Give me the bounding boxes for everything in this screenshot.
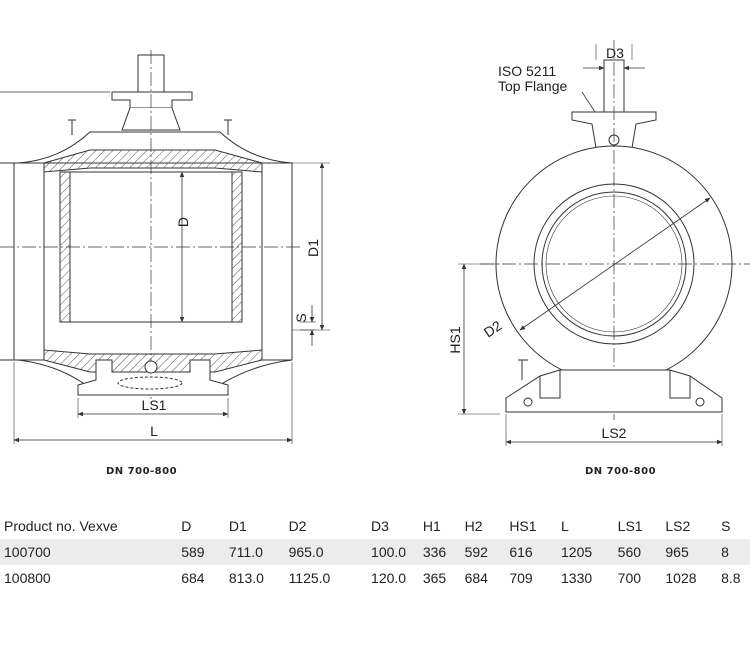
table-cell: 589 bbox=[181, 539, 229, 565]
left-caption: DN 700-800 bbox=[106, 466, 178, 477]
header-cell: Product no. Vexve bbox=[4, 518, 118, 534]
dim-label-d2: D2 bbox=[481, 317, 505, 340]
side-section-view bbox=[0, 50, 330, 444]
dim-label-d3: D3 bbox=[606, 45, 624, 61]
header-cell: HS1 bbox=[509, 518, 537, 534]
table-cell: 1125.0 bbox=[288, 570, 331, 586]
technical-drawing: D D1 S LS1 L bbox=[0, 40, 750, 446]
table-cell: 100.0 bbox=[371, 539, 423, 565]
table-cell: 592 bbox=[464, 539, 510, 565]
dimension-table: Product no. Vexve D D1 D2 D3 H1 H2 HS1 L… bbox=[0, 513, 750, 591]
table-cell: 711.0 bbox=[228, 539, 289, 565]
header-cell: LS2 bbox=[665, 518, 691, 534]
table-cell: 100800 bbox=[4, 570, 51, 586]
table-row: 100800 684 813.0 1125.0 120.0 365 684 70… bbox=[0, 565, 750, 591]
header-cell: L bbox=[561, 518, 569, 534]
table-cell: 1330 bbox=[561, 570, 593, 586]
table-cell: 100700 bbox=[0, 539, 182, 565]
table-cell: 813.0 bbox=[228, 570, 264, 586]
table-cell: 1028 bbox=[665, 570, 697, 586]
dim-label-ls1: LS1 bbox=[142, 397, 167, 413]
dim-label-d: D bbox=[175, 217, 191, 227]
table-cell: 965.0 bbox=[288, 539, 372, 565]
table-cell: 684 bbox=[464, 570, 488, 586]
top-flange bbox=[111, 91, 193, 109]
dim-label-hs1: HS1 bbox=[447, 326, 463, 353]
header-cell: D1 bbox=[228, 518, 247, 534]
table-cell: 8 bbox=[721, 539, 750, 565]
table-cell: 709 bbox=[509, 570, 533, 586]
side-view-labels: D D1 S LS1 L bbox=[142, 217, 321, 439]
dim-label-s: S bbox=[293, 313, 309, 322]
header-cell: H1 bbox=[422, 518, 441, 534]
header-cell: D2 bbox=[288, 518, 307, 534]
dim-label-ls2: LS2 bbox=[602, 425, 627, 441]
right-caption: DN 700-800 bbox=[585, 466, 657, 477]
header-cell: D3 bbox=[371, 518, 389, 534]
dim-label-l: L bbox=[150, 423, 158, 439]
flange-note-line2: Top Flange bbox=[498, 78, 567, 94]
table-cell: 684 bbox=[181, 570, 205, 586]
table-header-row: Product no. Vexve D D1 D2 D3 H1 H2 HS1 L… bbox=[0, 513, 750, 539]
support-base bbox=[77, 359, 229, 396]
dim-label-d1: D1 bbox=[305, 239, 321, 257]
header-cell: H2 bbox=[464, 518, 483, 534]
table-cell: 560 bbox=[617, 539, 666, 565]
front-view-labels: D3 ISO 5211 Top Flange D2 HS1 LS2 bbox=[447, 45, 627, 441]
table-cell: 1205 bbox=[561, 539, 618, 565]
header-cell: LS1 bbox=[617, 518, 643, 534]
table-cell: 8.8 bbox=[721, 570, 741, 586]
front-view bbox=[458, 40, 750, 446]
table-cell: 616 bbox=[509, 539, 561, 565]
valve-body bbox=[0, 131, 293, 164]
table-cell: 700 bbox=[617, 570, 642, 586]
table-cell: 365 bbox=[422, 570, 447, 586]
flange-note-line1: ISO 5211 bbox=[498, 63, 556, 79]
header-cell: S bbox=[721, 518, 731, 534]
table-cell: 965 bbox=[665, 539, 722, 565]
table-cell: 336 bbox=[422, 539, 465, 565]
header-cell: D bbox=[181, 518, 192, 534]
table-cell: 120.0 bbox=[371, 570, 407, 586]
table-row: 100700 589 711.0 965.0 100.0 336 592 616… bbox=[0, 539, 750, 565]
